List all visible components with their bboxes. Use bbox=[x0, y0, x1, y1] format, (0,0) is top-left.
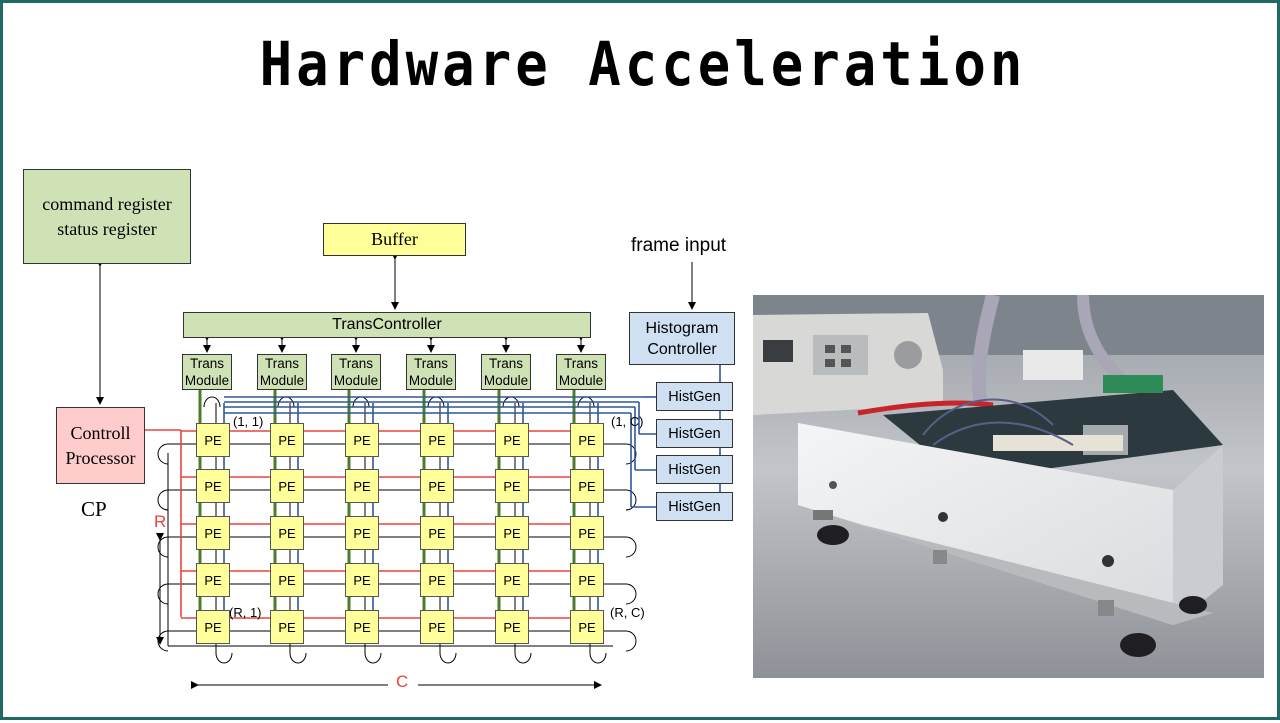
histogram-label: Histogram bbox=[645, 319, 719, 337]
buffer-label: Buffer bbox=[371, 229, 418, 249]
pe-row-wrap-right bbox=[625, 536, 637, 558]
control-processor-box: Controll Processor bbox=[56, 407, 145, 484]
pe-box: PE bbox=[570, 516, 604, 550]
trans-label: Trans bbox=[563, 356, 598, 371]
pe-box: PE bbox=[345, 610, 379, 644]
pe-row-wrap-left bbox=[157, 489, 169, 511]
pe-box: PE bbox=[345, 563, 379, 597]
pe-box: PE bbox=[270, 469, 304, 503]
corner-label-top-left: (1, 1) bbox=[233, 414, 264, 429]
pe-box: PE bbox=[570, 610, 604, 644]
corner-label-bottom-right: (R, C) bbox=[610, 605, 645, 620]
pe-box: PE bbox=[196, 516, 230, 550]
histgen-box: HistGen bbox=[656, 455, 733, 484]
pe-box: PE bbox=[420, 563, 454, 597]
pe-box: PE bbox=[495, 469, 529, 503]
pe-box: PE bbox=[495, 563, 529, 597]
pe-row-wrap-right bbox=[625, 443, 637, 465]
histgen-box: HistGen bbox=[656, 492, 733, 521]
pe-row-wrap-right bbox=[625, 583, 637, 605]
pe-col-wrap-bottom bbox=[289, 652, 307, 664]
module-label: Module bbox=[558, 373, 604, 388]
register-box: command register status register bbox=[23, 169, 191, 264]
hardware-photo bbox=[753, 295, 1264, 678]
pe-row-wrap-right bbox=[625, 630, 637, 652]
pe-box: PE bbox=[495, 516, 529, 550]
corner-label-bottom-left: (R, 1) bbox=[229, 605, 262, 620]
pe-box: PE bbox=[196, 563, 230, 597]
pe-box: PE bbox=[420, 610, 454, 644]
pe-box: PE bbox=[196, 610, 230, 644]
pe-box: PE bbox=[345, 423, 379, 457]
pe-box: PE bbox=[495, 423, 529, 457]
pe-row-wrap-right bbox=[625, 489, 637, 511]
pe-box: PE bbox=[420, 469, 454, 503]
corner-label-top-right: (1, C) bbox=[611, 414, 644, 429]
trans-label: Trans bbox=[264, 356, 299, 371]
axis-label-c: C bbox=[396, 672, 409, 691]
pe-col-wrap-bottom bbox=[439, 652, 457, 664]
buffer-box: Buffer bbox=[323, 223, 466, 256]
pe-box: PE bbox=[270, 610, 304, 644]
pe-row-wrap-left bbox=[157, 443, 169, 465]
histgen-box: HistGen bbox=[656, 382, 733, 411]
status-register-label: status register bbox=[57, 218, 157, 239]
pe-box: PE bbox=[270, 423, 304, 457]
controll-label: Controll bbox=[70, 422, 131, 443]
module-label: Module bbox=[408, 373, 454, 388]
pe-box: PE bbox=[196, 469, 230, 503]
trans-controller-box: TransController bbox=[183, 312, 591, 338]
pe-box: PE bbox=[345, 516, 379, 550]
pe-box: PE bbox=[570, 469, 604, 503]
histgen-box: HistGen bbox=[656, 419, 733, 448]
module-label: Module bbox=[259, 373, 305, 388]
cp-label: CP bbox=[81, 497, 107, 521]
frame-input-label: frame input bbox=[631, 235, 727, 256]
module-label: Module bbox=[483, 373, 529, 388]
controller-label: Controller bbox=[647, 340, 717, 358]
pe-box: PE bbox=[345, 469, 379, 503]
pe-box: PE bbox=[495, 610, 529, 644]
pe-col-wrap-bottom bbox=[364, 652, 382, 664]
trans-label: Trans bbox=[488, 356, 523, 371]
pe-box: PE bbox=[420, 423, 454, 457]
slide-title: Hardware Acceleration bbox=[259, 29, 1027, 100]
pe-col-wrap-bottom bbox=[514, 652, 532, 664]
trans-label: Trans bbox=[338, 356, 373, 371]
command-register-label: command register bbox=[42, 193, 172, 214]
pe-box: PE bbox=[570, 563, 604, 597]
processor-label: Processor bbox=[65, 447, 136, 468]
trans-label: Trans bbox=[189, 356, 224, 371]
histogram-controller-box: Histogram Controller bbox=[629, 312, 735, 365]
trans-label: Trans bbox=[413, 356, 448, 371]
pe-box: PE bbox=[270, 563, 304, 597]
pe-col-wrap-bottom bbox=[215, 652, 233, 664]
pe-box: PE bbox=[420, 516, 454, 550]
module-label: Module bbox=[184, 373, 230, 388]
pe-box: PE bbox=[196, 423, 230, 457]
pe-box: PE bbox=[570, 423, 604, 457]
axis-label-r: R bbox=[154, 512, 167, 531]
pe-col-wrap-bottom bbox=[589, 652, 607, 664]
pe-col-wrap-top bbox=[203, 396, 221, 408]
pe-box: PE bbox=[270, 516, 304, 550]
module-label: Module bbox=[333, 373, 379, 388]
trans-controller-label: TransController bbox=[332, 316, 442, 333]
